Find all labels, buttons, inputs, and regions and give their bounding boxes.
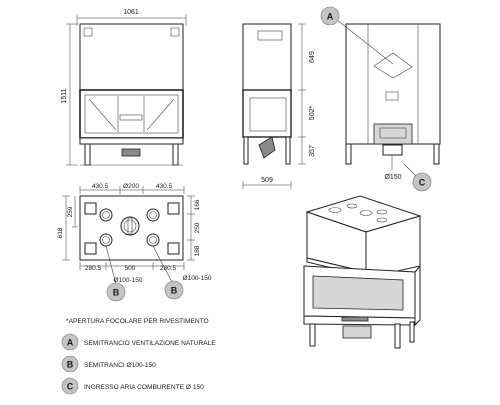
side-mid-label: 502* — [309, 106, 316, 121]
svg-text:B: B — [171, 286, 178, 296]
side-view: 649 502* 357 509 — [242, 23, 316, 189]
svg-text:B: B — [113, 288, 120, 298]
legend-note: *APERTURA FOCOLARE PER RIVESTIMENTO — [66, 318, 209, 325]
plan-right-label: 430.5 — [156, 183, 173, 190]
front-height-label: 1511 — [61, 88, 68, 103]
back-view: Ø150 A C — [320, 6, 441, 192]
plan-depth-label: 618 — [57, 227, 64, 238]
legend-item-b: SEMITRANCI Ø100-150 — [84, 362, 156, 369]
plan-center-label: Ø200 — [123, 183, 139, 190]
svg-text:B: B — [67, 360, 74, 370]
svg-text:C: C — [67, 382, 74, 392]
plan-r1-label: 166 — [194, 199, 201, 210]
svg-text:A: A — [327, 12, 334, 22]
side-bottom-label: 357 — [309, 145, 316, 157]
pipe-right-label: Ø100-150 — [183, 275, 212, 282]
svg-text:A: A — [67, 338, 74, 348]
badge-c-top: C — [412, 172, 432, 192]
plan-left-label: 430.5 — [92, 183, 109, 190]
front-view: 1061 1511 — [61, 9, 187, 166]
svg-text:C: C — [419, 178, 426, 188]
inlet-label: Ø150 — [384, 174, 401, 181]
legend: *APERTURA FOCOLARE PER RIVESTIMENTO A SE… — [61, 318, 216, 395]
badge-a-top: A — [320, 6, 340, 26]
plan-offset-label: 259 — [67, 206, 74, 217]
plan-b-left-label: 280.5 — [85, 265, 102, 272]
legend-badge-a: A — [61, 333, 79, 351]
badge-b-right: B — [164, 280, 184, 300]
side-top-label: 649 — [309, 51, 316, 63]
legend-badge-b: B — [61, 355, 79, 373]
legend-badge-c: C — [61, 377, 79, 395]
side-depth-label: 509 — [261, 177, 273, 184]
legend-item-a: SEMITRANCIO VENTILAZIONE NATURALE — [84, 340, 216, 347]
plan-view: 430.5 Ø200 430.5 618 259 166 250 188 — [57, 183, 212, 302]
plan-b-mid-label: 500 — [125, 265, 136, 272]
badge-b-left: B — [106, 282, 126, 302]
plan-b-right-label: 280.5 — [160, 265, 177, 272]
pipe-left-label: Ø100-150 — [114, 277, 143, 284]
isometric-view — [303, 195, 422, 349]
plan-r3-label: 188 — [194, 245, 201, 256]
plan-r2-label: 250 — [194, 222, 201, 233]
front-width-label: 1061 — [123, 9, 139, 16]
legend-item-c: INGRESSO ARIA COMBURENTE Ø 150 — [84, 384, 204, 391]
